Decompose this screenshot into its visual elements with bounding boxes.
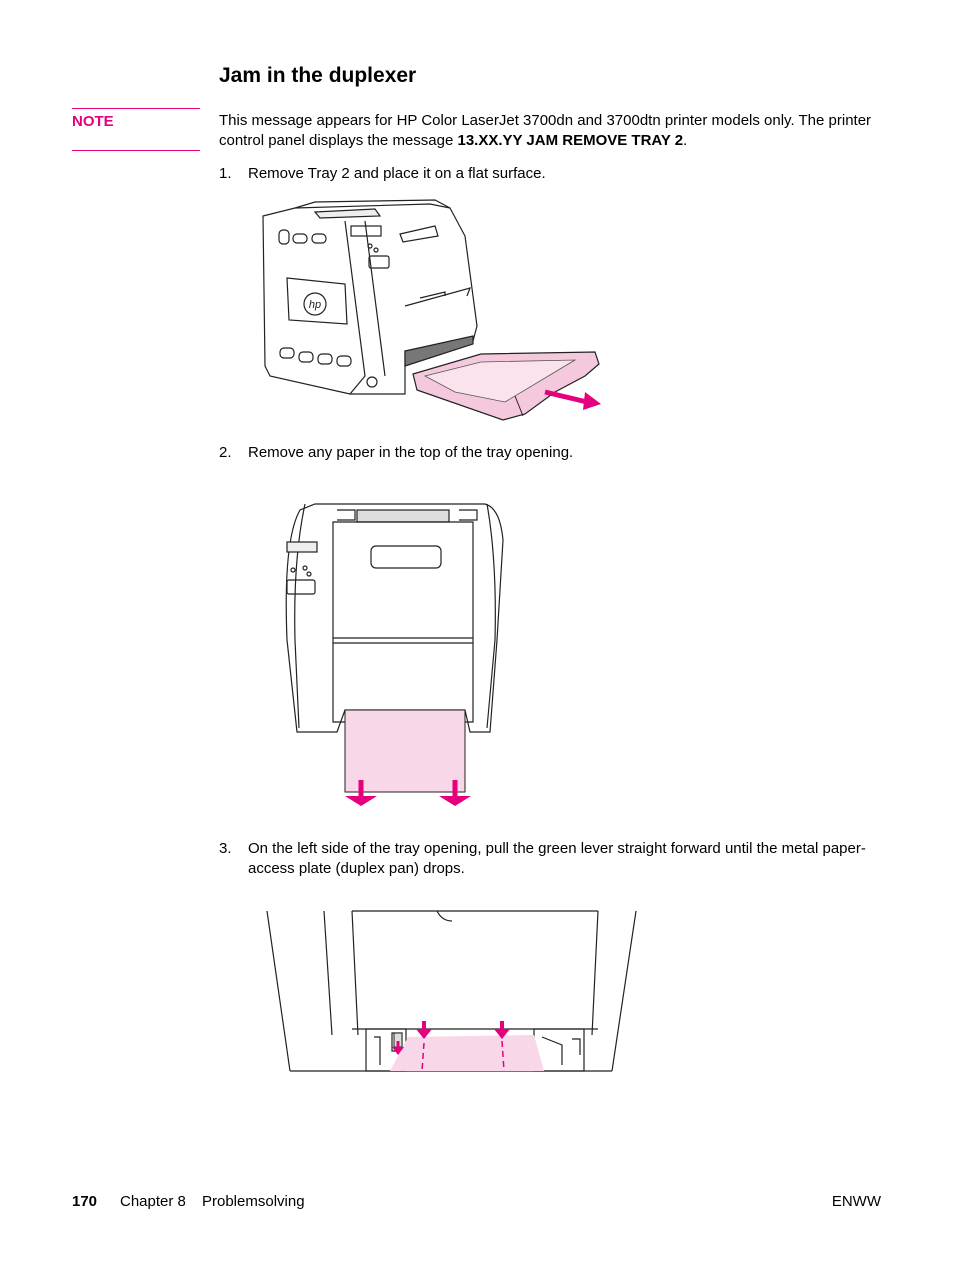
step-number: 2. — [219, 444, 232, 461]
page-heading: Jam in the duplexer — [219, 64, 417, 87]
note-message-code: 13.XX.YY JAM REMOVE TRAY 2 — [457, 132, 684, 149]
down-arrow-left-icon — [416, 1021, 432, 1039]
note-top-rule — [72, 108, 200, 109]
footer-section: Problemsolving — [202, 1193, 305, 1210]
page-number: 170 — [72, 1193, 98, 1210]
figure-remove-paper — [285, 503, 504, 806]
down-arrow-right-icon — [494, 1021, 510, 1039]
note-label: NOTE — [72, 113, 114, 130]
footer-locale: ENWW — [831, 1193, 881, 1210]
note-text: This message appears for HP Color LaserJ… — [219, 111, 899, 151]
step-2: 2. Remove any paper in the top of the tr… — [219, 443, 879, 463]
footer-chapter: Chapter 8 — [120, 1193, 186, 1210]
pull-down-arrow-right-icon — [439, 780, 471, 806]
pull-down-arrow-left-icon — [345, 780, 377, 806]
duplex-pan — [390, 1035, 544, 1071]
hp-logo: hp — [303, 292, 327, 316]
note-text-before: This message appears for HP Color LaserJ… — [219, 112, 872, 149]
step-number: 3. — [219, 840, 232, 857]
step-text: Remove Tray 2 and place it on a flat sur… — [248, 165, 546, 182]
hp-logo-text: hp — [309, 299, 321, 311]
pull-arrow-icon — [544, 389, 601, 410]
lever-arrow-icon — [392, 1041, 404, 1055]
jammed-paper — [344, 709, 466, 793]
figure-remove-tray-2: hp — [262, 199, 601, 421]
step-1: 1. Remove Tray 2 and place it on a flat … — [219, 164, 879, 184]
step-3: 3. On the left side of the tray opening,… — [219, 839, 879, 879]
step-number: 1. — [219, 165, 232, 182]
note-bottom-rule — [72, 150, 200, 151]
figure-duplex-lever — [266, 910, 637, 1072]
step-text: Remove any paper in the top of the tray … — [248, 444, 574, 461]
note-text-after: . — [683, 132, 688, 149]
step-text: On the left side of the tray opening, pu… — [248, 840, 866, 877]
